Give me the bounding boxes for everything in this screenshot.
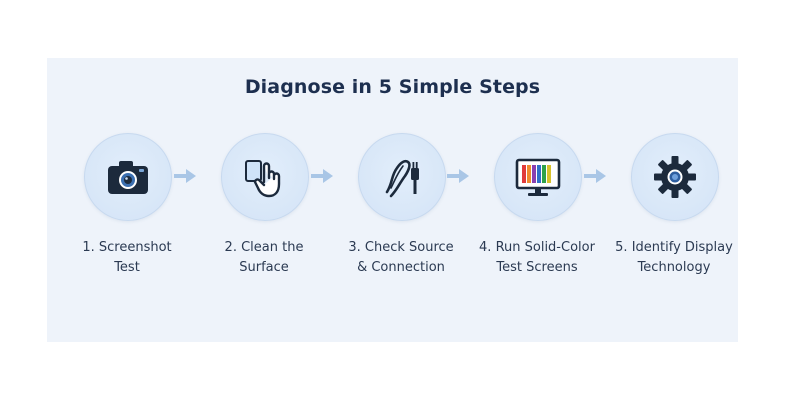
- cable-connector-icon: [385, 159, 419, 198]
- camera-icon: [108, 161, 148, 194]
- step-4-label: 4. Run Solid-Color Test Screens: [479, 240, 595, 275]
- monitor-color-bars-icon: [515, 158, 561, 196]
- touch-hand-icon: [245, 160, 281, 198]
- gear-icon: [654, 156, 696, 198]
- step-2-circle: [221, 133, 309, 221]
- step-1-label: 1. Screenshot Test: [82, 240, 172, 275]
- diagram-title: Diagnose in 5 Simple Steps: [244, 76, 541, 98]
- arrow-right-icon: [447, 169, 469, 183]
- arrow-right-icon: [174, 169, 196, 183]
- step-5-circle: [631, 133, 719, 221]
- step-1-circle: [84, 133, 172, 221]
- diagram-panel: Diagnose in 5 Simple Steps 1. Screenshot…: [47, 58, 738, 342]
- step-3-label: 3. Check Source & Connection: [348, 240, 454, 275]
- arrow-right-icon: [311, 169, 333, 183]
- arrow-right-icon: [584, 169, 606, 183]
- step-3-circle: [358, 133, 446, 221]
- step-5-label: 5. Identify Display Technology: [615, 240, 733, 275]
- step-2-label: 2. Clean the Surface: [224, 240, 304, 275]
- step-4-circle: [494, 133, 582, 221]
